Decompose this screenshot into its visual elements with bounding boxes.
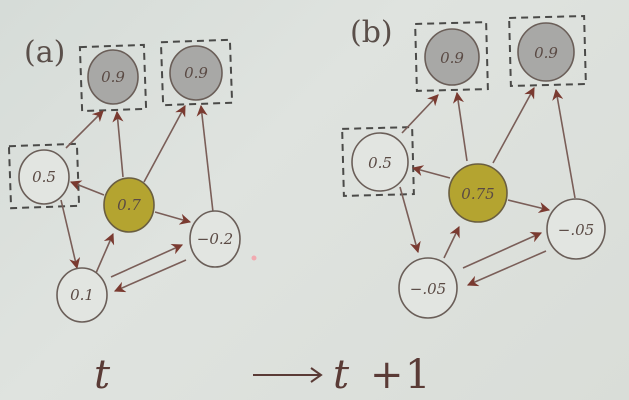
node-value: 0.9	[534, 44, 558, 62]
edge-bottom-right	[462, 232, 543, 269]
time-end-var: t	[333, 352, 350, 398]
transition-arrow-icon	[253, 367, 323, 383]
edge-bottom-right	[110, 244, 184, 278]
node-value: 0.9	[184, 64, 208, 82]
laser-pointer-dot	[251, 255, 257, 261]
edge-left-out1	[65, 110, 104, 149]
node-value: 0.1	[70, 286, 94, 304]
edge-center-left	[69, 180, 105, 196]
edge-center-out1	[112, 110, 124, 178]
panel-a: (a) 0.9 0.9 0.5	[7, 35, 241, 323]
observed-box-out1	[78, 43, 148, 113]
node-value: 0.9	[101, 68, 125, 86]
node-b-center: 0.75	[448, 163, 508, 223]
node-value: 0.9	[440, 49, 464, 67]
edge-center-out1	[452, 91, 468, 162]
node-b-left: 0.5	[351, 132, 409, 192]
node-a-out1: 0.9	[87, 49, 139, 105]
node-b-bottom: −.05	[398, 257, 458, 319]
edge-center-out2	[143, 105, 186, 183]
observed-box-left	[341, 126, 415, 197]
edge-bottom-center	[443, 225, 460, 259]
time-end-op: +	[370, 352, 404, 398]
observed-box-left	[7, 142, 81, 210]
observed-box-out1	[414, 21, 489, 92]
node-b-out2: 0.9	[517, 22, 575, 82]
node-value: −0.2	[197, 230, 233, 248]
edges-a	[60, 104, 214, 293]
node-value: 0.5	[32, 168, 56, 186]
node-a-right: −0.2	[189, 210, 241, 268]
edge-left-bottom	[399, 186, 421, 254]
node-value: −.05	[410, 280, 446, 298]
node-a-center: 0.7	[103, 177, 155, 233]
edge-center-right	[507, 199, 551, 214]
panel-a-label: (a)	[24, 35, 65, 70]
panel-b-label: (b)	[350, 15, 393, 50]
node-value: −.05	[558, 221, 594, 239]
edge-left-bottom	[60, 199, 81, 270]
node-value: 0.7	[117, 196, 141, 214]
node-a-bottom: 0.1	[56, 267, 108, 323]
node-b-out1: 0.9	[424, 28, 480, 86]
edge-left-out1	[401, 94, 439, 134]
edges-b	[399, 87, 576, 287]
time-end-num: 1	[405, 352, 430, 398]
edge-center-out2	[492, 87, 535, 164]
node-value: 0.75	[461, 185, 494, 203]
observed-box-out2	[159, 38, 234, 107]
observed-box-out2	[508, 14, 587, 87]
node-value: 0.5	[368, 154, 392, 172]
time-footer: t t + 1	[94, 352, 430, 398]
edge-center-right	[154, 211, 192, 225]
node-a-out2: 0.9	[169, 45, 223, 101]
edge-right-out2	[552, 88, 576, 199]
node-b-right: −.05	[546, 198, 606, 260]
edge-bottom-center	[95, 232, 115, 274]
edge-right-bottom	[466, 250, 547, 287]
node-a-left: 0.5	[18, 149, 70, 205]
edge-center-left	[411, 165, 451, 179]
time-start-label: t	[94, 352, 111, 398]
edge-right-bottom	[113, 259, 187, 293]
panel-b: (b) 0.9 0.9 0.5	[341, 14, 606, 319]
edge-right-out2	[196, 104, 214, 213]
